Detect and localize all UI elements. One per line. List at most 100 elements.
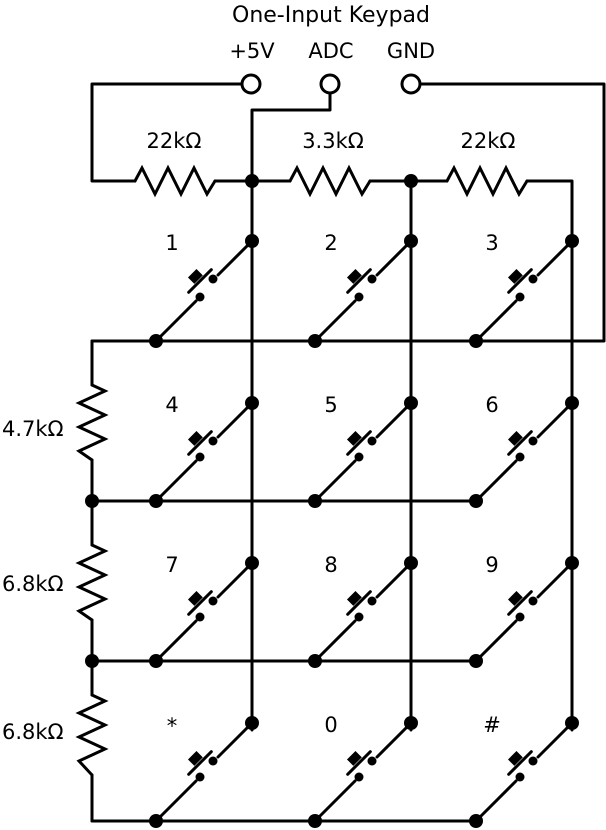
column-node xyxy=(565,556,579,570)
switch-contact-lower xyxy=(154,299,198,343)
key-switch: 4 xyxy=(149,393,259,508)
key-switch: 6 xyxy=(469,393,579,508)
switch-contact-dot xyxy=(515,612,525,622)
column-node xyxy=(245,234,259,248)
key-label-star: * xyxy=(167,714,178,738)
switch-contact-upper xyxy=(216,401,254,439)
switch-contact-dot xyxy=(195,612,205,622)
switch-actuator xyxy=(507,750,533,776)
column-resistor-label-3: 22kΩ xyxy=(461,129,516,153)
key-label-5: 5 xyxy=(324,393,337,417)
switch-contact-upper xyxy=(216,721,254,759)
switch-contact-dot xyxy=(354,772,364,782)
terminal-gnd xyxy=(400,73,422,95)
switch-contact-upper xyxy=(375,401,413,439)
row-node xyxy=(469,814,483,828)
row-resistor-label-2: 6.8kΩ xyxy=(2,572,64,596)
switch-contact-upper xyxy=(216,561,254,599)
key-switch: 8 xyxy=(308,553,418,668)
row-node xyxy=(469,494,483,508)
junction-node xyxy=(85,654,99,668)
terminals xyxy=(240,73,422,95)
key-switch: # xyxy=(469,713,579,828)
terminal-label-vcc: +5V xyxy=(229,39,275,63)
resistors xyxy=(75,164,529,777)
switch-actuator xyxy=(507,430,533,456)
column-node xyxy=(404,396,418,410)
switch-contact-lower xyxy=(313,779,357,823)
key-switch: 5 xyxy=(308,393,418,508)
switch-contact-dot xyxy=(528,274,538,284)
switch-contact-upper xyxy=(536,401,574,439)
switch-contact-lower xyxy=(313,619,357,663)
switch-contact-dot xyxy=(528,756,538,766)
switch-contact-dot xyxy=(208,274,218,284)
switch-contact-dot xyxy=(367,274,377,284)
key-label-4: 4 xyxy=(165,393,178,417)
key-switch: 9 xyxy=(469,553,579,668)
switch-actuator xyxy=(187,430,213,456)
row-node xyxy=(308,814,322,828)
switch-contact-upper xyxy=(375,721,413,759)
switch-contact-lower xyxy=(474,459,518,503)
row-node xyxy=(308,654,322,668)
resistor-3-3k xyxy=(288,164,372,198)
row-node xyxy=(308,494,322,508)
switch-contact-dot xyxy=(528,436,538,446)
switch-contact-dot xyxy=(354,292,364,302)
key-switch: 1 xyxy=(149,231,259,348)
row-resistor-label-3: 6.8kΩ xyxy=(2,720,64,744)
key-switch: 2 xyxy=(308,231,418,348)
terminal-vcc xyxy=(240,73,262,95)
column-resistor-label-2: 3.3kΩ xyxy=(302,129,364,153)
switch-contact-lower xyxy=(313,299,357,343)
switch-contact-dot xyxy=(208,596,218,606)
switch-contact-dot xyxy=(515,772,525,782)
switch-contact-dot xyxy=(515,292,525,302)
switch-contact-lower xyxy=(313,459,357,503)
switch-contact-lower xyxy=(154,459,198,503)
key-label-2: 2 xyxy=(324,231,337,255)
junction-nodes xyxy=(85,174,418,668)
key-label-6: 6 xyxy=(485,393,498,417)
key-label-8: 8 xyxy=(324,553,337,577)
switch-contact-upper xyxy=(536,561,574,599)
resistor-22k-right xyxy=(445,164,529,198)
column-node xyxy=(245,396,259,410)
switch-contact-upper xyxy=(375,239,413,277)
switch-contact-dot xyxy=(195,452,205,462)
switch-contact-lower xyxy=(474,779,518,823)
key-switch: 3 xyxy=(469,231,579,348)
switch-contact-dot xyxy=(367,756,377,766)
column-node xyxy=(565,716,579,730)
row-resistor-label-1: 4.7kΩ xyxy=(2,417,64,441)
diagram-title: One-Input Keypad xyxy=(232,3,430,28)
resistor-22k-left xyxy=(133,164,217,198)
row-node xyxy=(308,334,322,348)
column-node xyxy=(565,234,579,248)
switch-contact-lower xyxy=(474,619,518,663)
terminal-adc xyxy=(319,73,341,95)
switch-actuator xyxy=(346,268,372,294)
column-resistor-label-1: 22kΩ xyxy=(147,129,202,153)
switch-actuator xyxy=(187,750,213,776)
resistor-6-8k-lower xyxy=(75,693,109,777)
switch-contact-upper xyxy=(536,721,574,759)
switch-contact-dot xyxy=(515,452,525,462)
switch-contact-lower xyxy=(154,779,198,823)
column-node xyxy=(404,556,418,570)
switch-actuator xyxy=(187,590,213,616)
switch-contact-dot xyxy=(195,772,205,782)
key-label-1: 1 xyxy=(165,231,178,255)
switch-actuator xyxy=(346,430,372,456)
resistor-6-8k-upper xyxy=(75,543,109,622)
switch-contact-upper xyxy=(375,561,413,599)
switch-contact-upper xyxy=(536,239,574,277)
key-label-hash: # xyxy=(483,713,501,737)
column-node xyxy=(565,396,579,410)
switch-actuator xyxy=(507,590,533,616)
switch-contact-upper xyxy=(216,239,254,277)
switch-contact-dot xyxy=(195,292,205,302)
row-node xyxy=(469,334,483,348)
